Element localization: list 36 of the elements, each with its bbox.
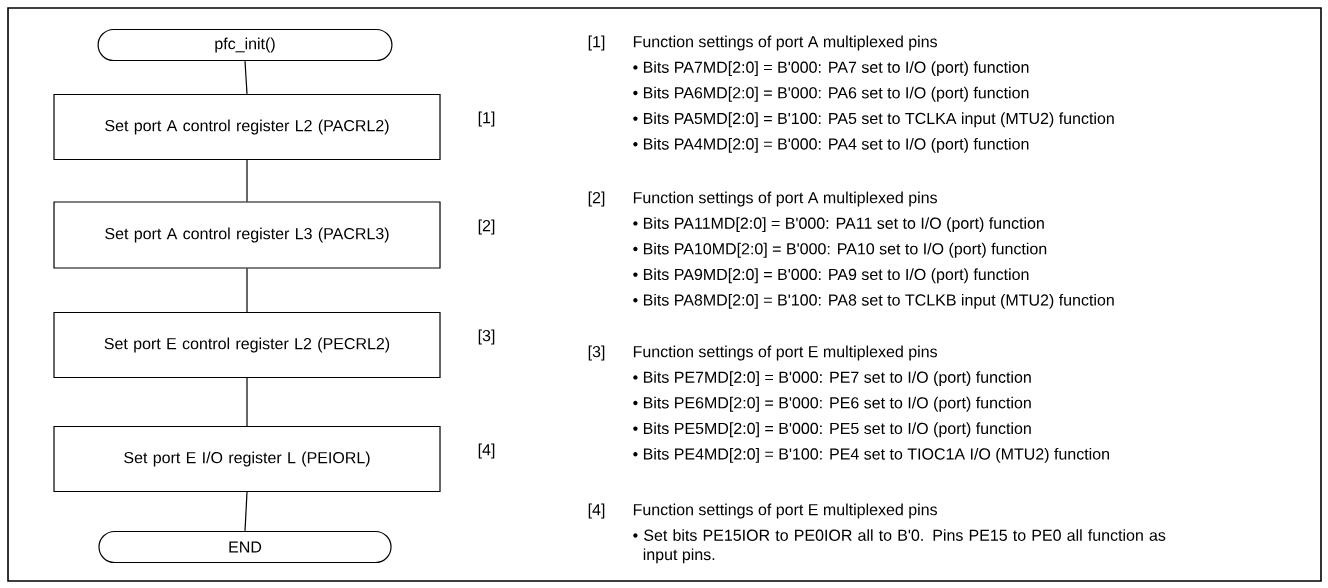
note-heading: Function settings of port A multiplexed pins (633, 191, 937, 207)
step-number: [3] (478, 329, 495, 345)
connector-line (246, 377, 248, 427)
step-number: [1] (478, 111, 495, 127)
step-number: [4] (588, 503, 605, 519)
process-box: Set port A control register L2 (PACRL2) (53, 93, 441, 161)
terminal-box: END (98, 530, 392, 564)
bullet-item: • Set bits PE15IOR to PE0IOR all to B'0. Pins PE15 to PE0 all function as input pins. (633, 529, 1166, 564)
step-number: [2] (588, 191, 605, 207)
connector-line (244, 60, 248, 95)
bullet-item: • Bits PA6MD[2:0] = B'000: PA6 set to I/O (port) function (633, 86, 1029, 102)
bullet-item: • Bits PE5MD[2:0] = B'000: PE5 set to I/O (port) function (633, 422, 1031, 438)
bullet-item: • Bits PE7MD[2:0] = B'000: PE7 set to I/O (port) function (633, 371, 1031, 387)
step-number: [2] (478, 219, 495, 235)
terminal-box: pfc_init() (97, 28, 393, 62)
bullet-item: • Bits PE4MD[2:0] = B'100: PE4 set to TIOC1A I/O (MTU2) function (633, 447, 1109, 463)
process-box: Set port E I/O register L (PEIORL) (53, 425, 441, 493)
bullet-item: • Bits PA7MD[2:0] = B'000: PA7 set to I/O (port) function (633, 61, 1029, 77)
connector-line (246, 159, 248, 202)
note-heading: Function settings of port E multiplexed pins (633, 503, 937, 519)
step-number: [4] (478, 443, 495, 459)
process-box: Set port A control register L3 (PACRL3) (53, 201, 441, 269)
bullet-item: • Bits PA9MD[2:0] = B'000: PA9 set to I/O (port) function (633, 268, 1029, 284)
bullet-item: • Bits PE6MD[2:0] = B'000: PE6 set to I/O (port) function (633, 396, 1031, 412)
step-number: [1] (588, 35, 605, 51)
connector-line (246, 268, 248, 313)
bullet-item: • Bits PA10MD[2:0] = B'000: PA10 set to I/O (port) function (633, 242, 1047, 258)
note-heading: Function settings of port A multiplexed pins (633, 35, 937, 51)
bullet-item: • Bits PA5MD[2:0] = B'100: PA5 set to TCLKA input (MTU2) function (633, 112, 1114, 128)
connector-line (244, 491, 248, 532)
step-number: [3] (588, 345, 605, 361)
note-heading: Function settings of port E multiplexed pins (633, 345, 937, 361)
bullet-item: • Bits PA4MD[2:0] = B'000: PA4 set to I/O (port) function (633, 137, 1029, 153)
process-box: Set port E control register L2 (PECRL2) (53, 311, 441, 379)
bullet-item: • Bits PA8MD[2:0] = B'100: PA8 set to TCLKB input (MTU2) function (633, 293, 1114, 309)
bullet-item: • Bits PA11MD[2:0] = B'000: PA11 set to I/O (port) function (633, 217, 1044, 233)
